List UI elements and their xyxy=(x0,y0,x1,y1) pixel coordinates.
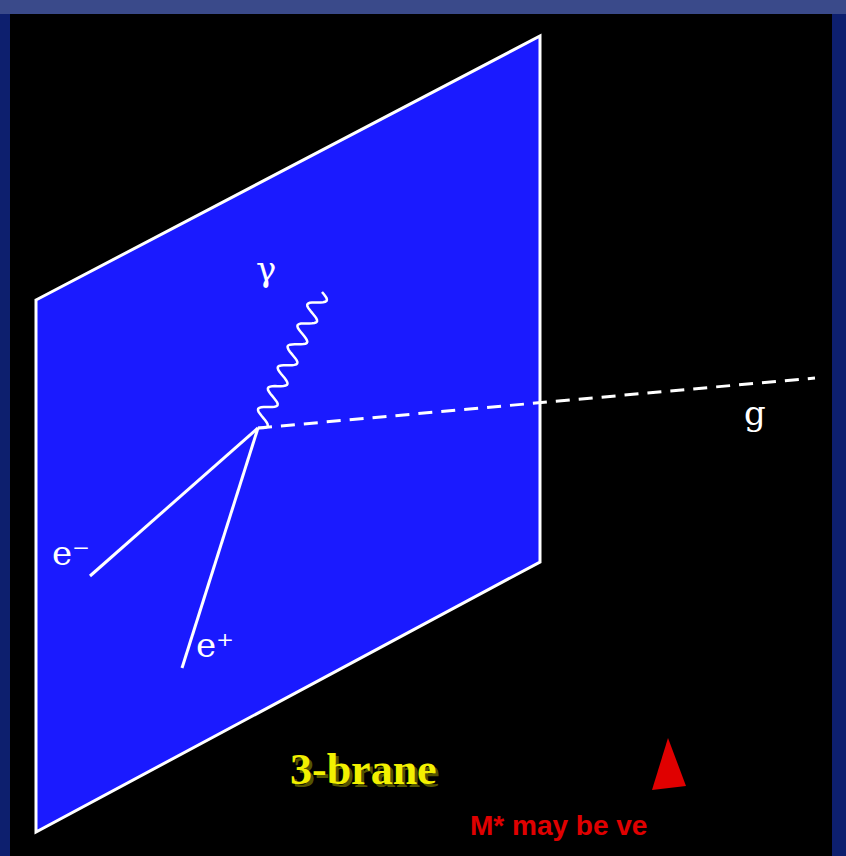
photon-symbol: γ xyxy=(256,252,276,286)
positron-symbol: e⁺ xyxy=(196,628,234,662)
graviton-symbol: g xyxy=(744,396,766,430)
electron-symbol: e⁻ xyxy=(52,536,90,570)
electron-line xyxy=(90,428,258,576)
brane-sheet xyxy=(36,36,540,832)
photon-line xyxy=(258,292,327,428)
scale-note: M* may be ve xyxy=(470,812,647,840)
brane-label: 3-brane xyxy=(290,748,437,792)
pointer-arrow xyxy=(652,738,686,790)
positron-line xyxy=(182,428,258,668)
black-panel xyxy=(10,14,832,856)
top-strip xyxy=(0,0,846,14)
graviton-line xyxy=(258,378,815,428)
